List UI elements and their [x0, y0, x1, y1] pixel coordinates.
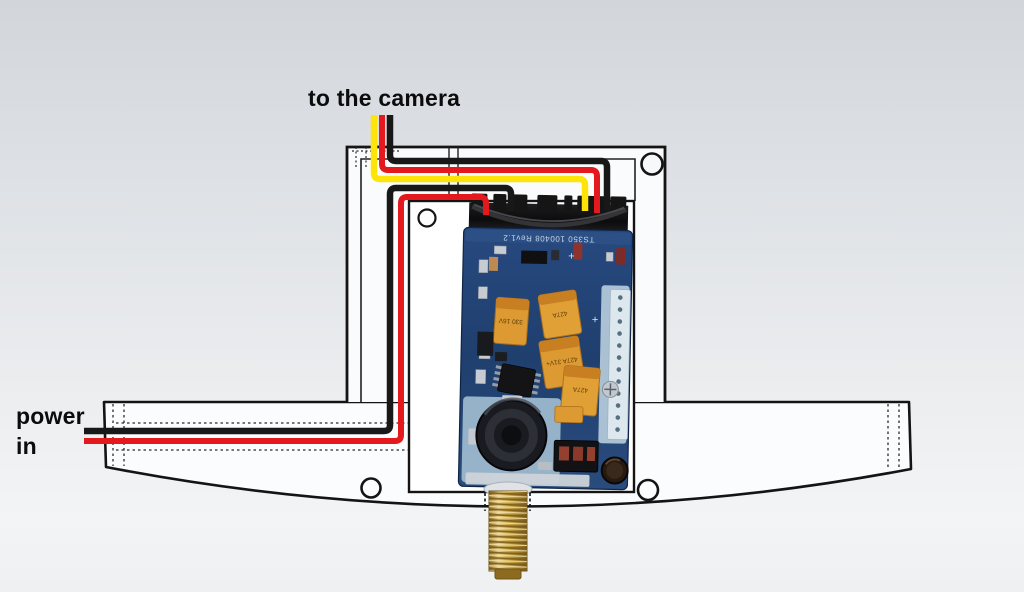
led-2 — [616, 247, 626, 265]
smd-components: + + — [475, 242, 626, 385]
vtx-board: TS350 100408 Rev1.2 330 16V — [457, 193, 634, 491]
mounting-hole-pocket — [417, 208, 437, 228]
capacitor-427a-3: 427A — [560, 364, 601, 417]
mounting-hole-bottom-right — [636, 478, 660, 502]
tower-outline — [345, 145, 667, 402]
pin-header — [606, 288, 631, 441]
led-1 — [573, 242, 583, 260]
dip-switch — [553, 439, 599, 473]
connector-shine-2 — [473, 203, 625, 222]
power-in-label-line2: in — [16, 433, 37, 459]
silkscreen-plus-1: + — [568, 250, 575, 262]
tantalum-capacitors: 330 16V 427A 427A 31V+ 427A — [492, 289, 601, 424]
silkscreen-plus-2: + — [592, 314, 599, 326]
power-positive-wire — [84, 194, 489, 444]
svg-text:427A: 427A — [572, 385, 588, 393]
trimmer-pot — [601, 380, 619, 398]
sma-threads — [489, 491, 527, 571]
sma-tip — [494, 568, 522, 580]
electrolytic-capacitor — [600, 456, 629, 485]
capacitor-330: 330 16V — [492, 296, 530, 346]
silkscreen-text: TS350 100408 Rev1.2 — [503, 233, 595, 244]
power-in-label-line1: power — [16, 403, 85, 429]
toroid-inductor — [468, 395, 552, 472]
mounting-hole-top-right — [640, 152, 664, 176]
wing-hidden-edges — [112, 404, 900, 468]
camera-ground-wire — [386, 115, 611, 209]
svg-text:427A 31V+: 427A 31V+ — [545, 355, 578, 367]
camera-positive-wire — [379, 115, 600, 213]
soic-chip — [492, 363, 542, 398]
sma-passthrough-marks — [484, 493, 531, 511]
connector-shine — [471, 204, 628, 228]
camera-signal-wire — [370, 115, 589, 211]
sma-connector — [483, 481, 533, 580]
wires — [84, 115, 611, 444]
svg-text:427A: 427A — [551, 309, 568, 318]
power-ground-wire — [84, 184, 515, 435]
pcb-top-strip — [465, 229, 631, 245]
capacitor-small — [554, 405, 584, 424]
svg-text:330 16V: 330 16V — [498, 316, 523, 325]
capacitor-427a-1: 427A — [537, 289, 583, 340]
ic-top — [521, 250, 548, 265]
camera-wires-label: to the camera — [308, 85, 461, 111]
connector-teeth — [471, 193, 627, 213]
mounting-hole-bottom-left — [360, 477, 382, 499]
